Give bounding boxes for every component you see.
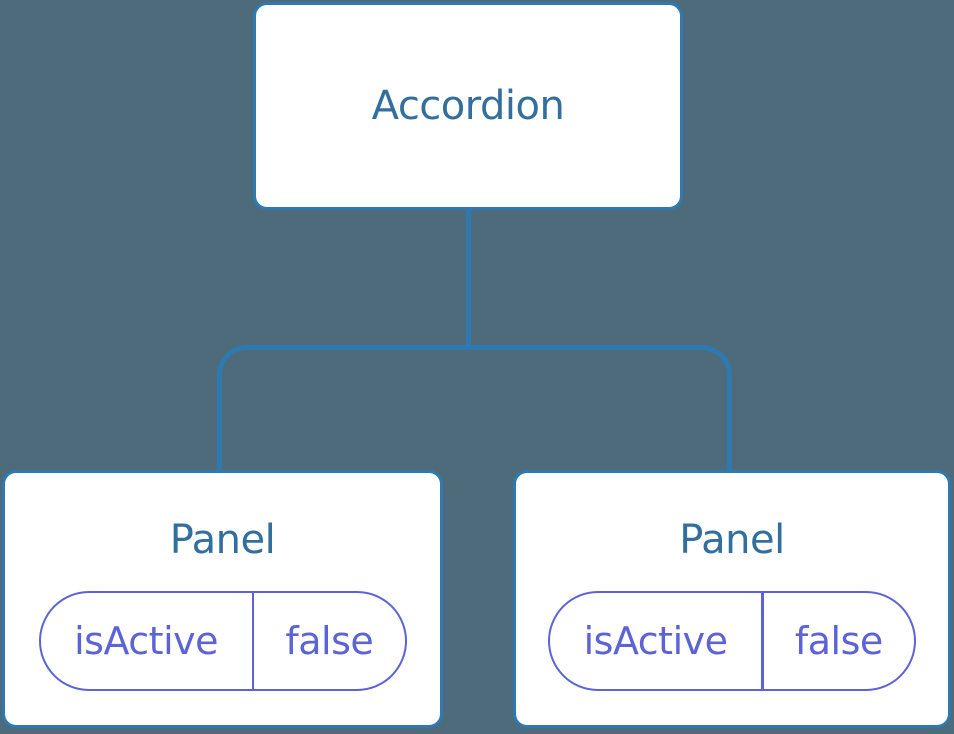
panel-node-label: Panel [679,517,785,563]
panel-node-label: Panel [169,517,276,563]
accordion-node: Accordion [253,2,683,210]
pill-divider [761,593,764,689]
state-key: isActive [583,619,728,663]
state-pill: isActive false [548,591,916,691]
accordion-node-label: Accordion [371,83,565,129]
state-pill: isActive false [38,591,407,691]
panel-node-right: Panel isActive false [513,470,951,728]
pill-divider [251,593,255,689]
state-value: false [794,619,883,663]
state-key: isActive [74,619,218,663]
connector-bracket [217,345,732,472]
state-value: false [285,619,374,663]
connector-stem [466,210,471,350]
panel-node-left: Panel isActive false [2,470,443,728]
